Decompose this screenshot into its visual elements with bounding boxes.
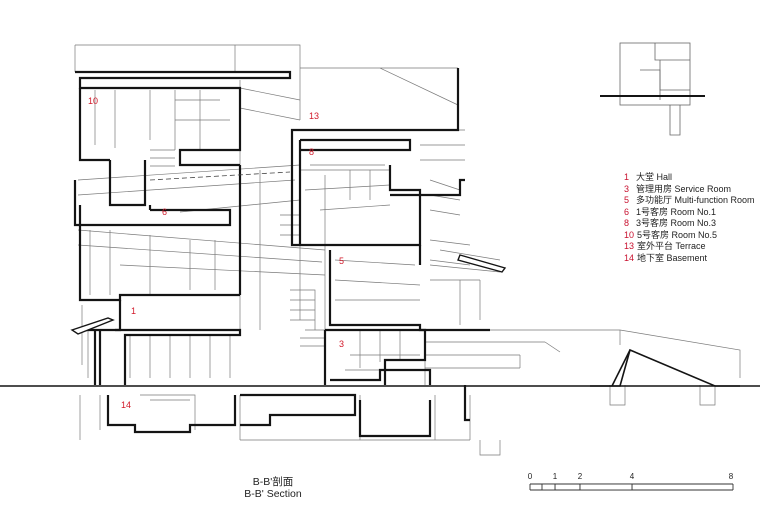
- scale-bar: [529, 483, 734, 491]
- scale-tick-label: 1: [552, 472, 558, 481]
- legend-number: 13: [624, 241, 635, 251]
- legend-item: 1 大堂 Hall: [624, 172, 755, 184]
- room-label-6: 6: [162, 207, 168, 217]
- legend-number: 14: [624, 252, 635, 263]
- room-label-13: 13: [309, 111, 320, 121]
- room-label-8: 8: [309, 147, 315, 157]
- scale-tick-label: 2: [577, 472, 583, 481]
- legend-number: 1: [624, 172, 630, 182]
- legend-number: 8: [624, 218, 630, 228]
- scale-tick-label: 8: [728, 472, 734, 481]
- legend-number: 10: [624, 229, 635, 240]
- heavy-walls: [73, 68, 490, 438]
- legend-label: 室外平台 Terrace: [637, 241, 706, 251]
- roof-eaves: [70, 254, 507, 335]
- legend-item: 6 1号客房 Room No.1: [624, 207, 755, 219]
- legend-item: 3 管理用房 Service Room: [624, 184, 755, 196]
- section-title-cn: B-B'剖面: [252, 476, 294, 488]
- hidden-line: [149, 171, 291, 181]
- legend-label: 3号客房 Room No.3: [636, 218, 717, 228]
- section-title-en: B-B' Section: [244, 488, 302, 500]
- key-plan: [600, 42, 705, 136]
- legend-number: 6: [624, 206, 630, 217]
- room-label-10: 10: [88, 96, 99, 106]
- legend-item: 5 多功能厅 Multi-function Room: [624, 195, 755, 207]
- legend-label: 地下室 Basement: [637, 252, 708, 263]
- legend-item: 8 3号客房 Room No.3: [624, 218, 755, 230]
- legend-label: 1号客房 Room No.1: [636, 206, 717, 217]
- legend-label: 多功能厅 Multi-function Room: [636, 195, 755, 205]
- room-label-14: 14: [121, 400, 132, 410]
- room-label-1: 1: [131, 306, 137, 316]
- legend-number: 3: [624, 183, 630, 194]
- legend-label: 大堂 Hall: [636, 172, 673, 182]
- room-label-3: 3: [339, 339, 345, 349]
- legend-number: 5: [624, 195, 630, 205]
- scale-tick-label: 0: [527, 472, 533, 481]
- room-label-5: 5: [339, 256, 345, 266]
- legend-label: 管理用房 Service Room: [636, 183, 732, 194]
- ground-steps: [590, 348, 740, 387]
- legend: 1 大堂 Hall 3 管理用房 Service Room 5 多功能厅 Multi-…: [624, 172, 755, 264]
- scale-tick-label: 4: [629, 472, 635, 481]
- legend-label: 5号客房 Room No.5: [637, 229, 718, 240]
